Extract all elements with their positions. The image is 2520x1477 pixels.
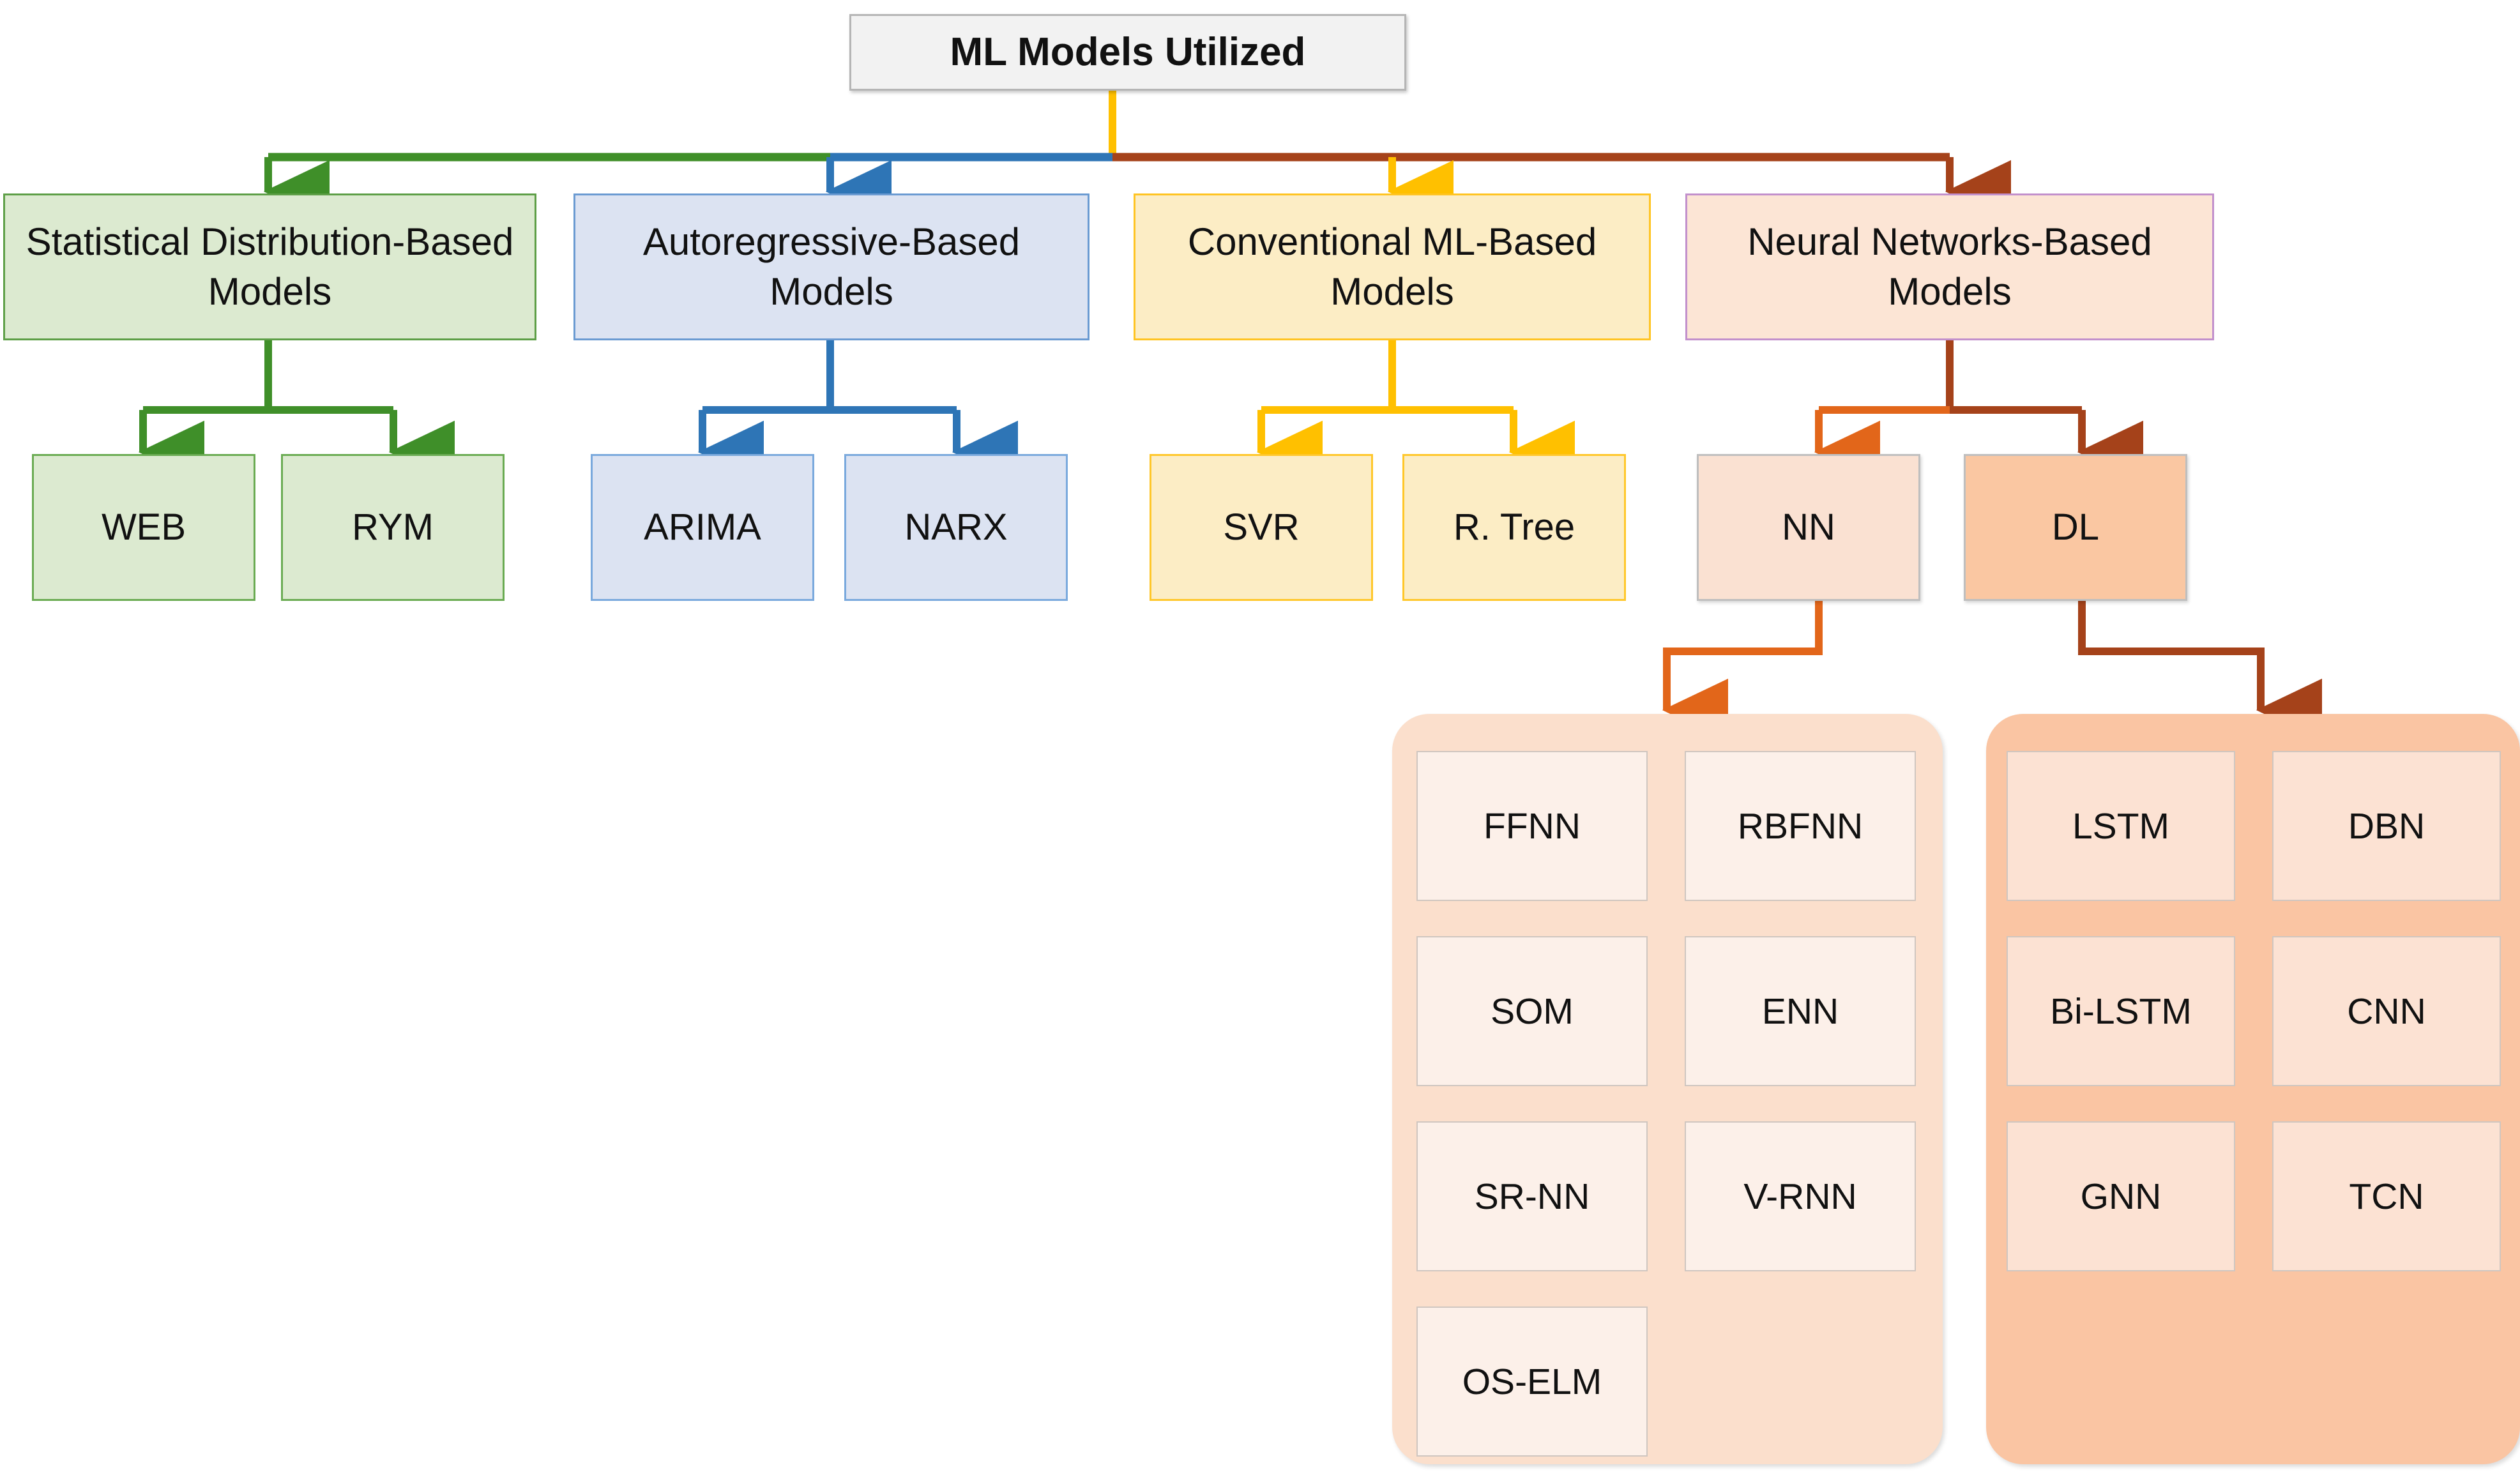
cell-tcn[interactable]: TCN xyxy=(2272,1121,2501,1271)
group-container-nn: FFNN RBFNN SOM ENN SR-NN V-RNN OS-ELM xyxy=(1392,714,1943,1464)
leaf-label: SVR xyxy=(1223,506,1300,549)
leaf-label: DL xyxy=(2051,506,2100,549)
leaf-label: NN xyxy=(1782,506,1835,549)
leaf-node-rym[interactable]: RYM xyxy=(281,454,505,601)
cell-bi-lstm[interactable]: Bi-LSTM xyxy=(2007,936,2235,1086)
cell-cnn[interactable]: CNN xyxy=(2272,936,2501,1086)
cell-dbn[interactable]: DBN xyxy=(2272,751,2501,901)
leaf-label: NARX xyxy=(904,506,1008,549)
category-label: Conventional ML-Based Models xyxy=(1187,220,1597,313)
cell-enn[interactable]: ENN xyxy=(1685,936,1916,1086)
cell-label: V-RNN xyxy=(1743,1176,1857,1217)
cell-rbfnn[interactable]: RBFNN xyxy=(1685,751,1916,901)
category-label: Neural Networks-Based Models xyxy=(1747,220,2152,313)
cell-label: RBFNN xyxy=(1737,805,1863,847)
leaf-node-r-tree[interactable]: R. Tree xyxy=(1402,454,1626,601)
root-node-ml-models-utilized[interactable]: ML Models Utilized xyxy=(849,14,1406,91)
leaf-label: WEB xyxy=(101,506,186,549)
leaf-node-arima[interactable]: ARIMA xyxy=(591,454,814,601)
group-container-dl: LSTM DBN Bi-LSTM CNN GNN TCN xyxy=(1986,714,2520,1464)
cell-label: CNN xyxy=(2347,990,2426,1032)
category-label: Autoregressive-Based Models xyxy=(642,220,1021,313)
cell-ffnn[interactable]: FFNN xyxy=(1416,751,1648,901)
cell-label: TCN xyxy=(2349,1176,2424,1217)
cell-label: GNN xyxy=(2080,1176,2162,1217)
category-conventional-ml-based-models[interactable]: Conventional ML-Based Models xyxy=(1134,193,1651,340)
leaf-node-svr[interactable]: SVR xyxy=(1150,454,1373,601)
leaf-label: ARIMA xyxy=(644,506,761,549)
cell-som[interactable]: SOM xyxy=(1416,936,1648,1086)
root-node-label: ML Models Utilized xyxy=(950,29,1306,74)
cell-label: SOM xyxy=(1491,990,1574,1032)
cell-label: OS-ELM xyxy=(1462,1361,1602,1402)
category-label: Statistical Distribution-Based Models xyxy=(26,220,514,313)
category-statistical-distribution-based-models[interactable]: Statistical Distribution-Based Models xyxy=(3,193,536,340)
cell-label: ENN xyxy=(1761,990,1839,1032)
cell-lstm[interactable]: LSTM xyxy=(2007,751,2235,901)
leaf-node-narx[interactable]: NARX xyxy=(844,454,1068,601)
cell-gnn[interactable]: GNN xyxy=(2007,1121,2235,1271)
category-autoregressive-based-models[interactable]: Autoregressive-Based Models xyxy=(573,193,1089,340)
cell-label: LSTM xyxy=(2072,805,2170,847)
cell-sr-nn[interactable]: SR-NN xyxy=(1416,1121,1648,1271)
leaf-node-web[interactable]: WEB xyxy=(32,454,255,601)
cell-label: FFNN xyxy=(1484,805,1581,847)
cell-label: SR-NN xyxy=(1474,1176,1590,1217)
category-neural-networks-based-models[interactable]: Neural Networks-Based Models xyxy=(1685,193,2214,340)
cell-v-rnn[interactable]: V-RNN xyxy=(1685,1121,1916,1271)
leaf-node-dl[interactable]: DL xyxy=(1964,454,2187,601)
leaf-label: RYM xyxy=(352,506,434,549)
leaf-label: R. Tree xyxy=(1453,506,1575,549)
cell-os-elm[interactable]: OS-ELM xyxy=(1416,1307,1648,1457)
leaf-node-nn[interactable]: NN xyxy=(1697,454,1920,601)
cell-label: DBN xyxy=(2348,805,2425,847)
cell-label: Bi-LSTM xyxy=(2050,990,2192,1032)
